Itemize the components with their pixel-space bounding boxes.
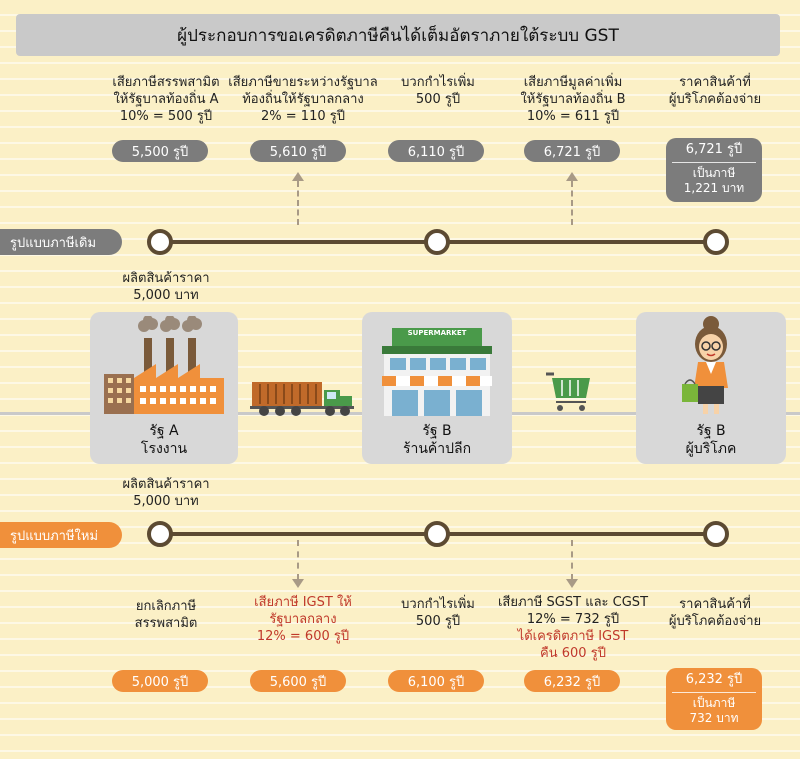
old-node-3 [703,229,729,255]
new-step-5-text: ราคาสินค้าที่ ผู้บริโภคต้องจ่าย [668,597,762,629]
new-value-1: 5,000 รูปี [112,670,208,692]
old-value-2: 5,610 รูปี [250,140,346,162]
new-produce-note: ผลิตสินค้าราคา 5,000 บาท [122,477,210,509]
new-node-1 [147,521,173,547]
old-value-3: 6,110 รูปี [388,140,484,162]
title-bar: ผู้ประกอบการขอเครดิตภาษีคืนได้เต็มอัตราภ… [16,14,780,56]
factory-icon [104,316,224,414]
new-value-3: 6,100 รูปี [388,670,484,692]
consumer-label: รัฐ B ผู้บริโภค [685,423,737,457]
old-produce-note: ผลิตสินค้าราคา 5,000 บาท [122,271,210,303]
new-system-label: รูปแบบภาษีใหม่ [0,522,122,548]
old-node-1 [147,229,173,255]
new-node-2 [424,521,450,547]
new-arrow-down-1 [292,579,304,588]
old-arrow-up-1 [292,172,304,181]
consumer-icon [682,316,728,414]
page-title: ผู้ประกอบการขอเครดิตภาษีคืนได้เต็มอัตราภ… [177,25,619,46]
new-step-3-text: บวกกำไรเพิ่ม 500 รูปี [401,597,475,629]
old-final-price-box: 6,721 รูปี เป็นภาษี 1,221 บาท [666,138,762,202]
old-dash-2 [571,181,573,225]
old-step-1-text: เสียภาษีสรรพสามิต ให้รัฐบาลท้องถิ่น A 10… [112,75,220,124]
shopping-cart-icon [546,372,590,411]
old-system-label: รูปแบบภาษีเดิม [0,229,122,255]
store-label: รัฐ B ร้านค้าปลีก [402,423,472,457]
new-final-price-box: 6,232 รูปี เป็นภาษี 732 บาท [666,668,762,730]
old-value-1: 5,500 รูปี [112,140,208,162]
new-step-2-text: เสียภาษี IGST ให้ รัฐบาลกลาง 12% = 600 ร… [254,595,352,644]
old-arrow-up-2 [566,172,578,181]
old-node-2 [424,229,450,255]
new-node-3 [703,521,729,547]
new-value-2: 5,600 รูปี [250,670,346,692]
new-step-1-text: ยกเลิกภาษี สรรพสามิต [134,599,198,631]
old-dash-1 [297,181,299,225]
old-step-3-text: บวกกำไรเพิ่ม 500 รูปี [401,75,475,107]
new-dash-1 [297,540,299,580]
new-arrow-down-2 [566,579,578,588]
old-step-4-text: เสียภาษีมูลค่าเพิ่ม ให้รัฐบาลท้องถิ่น B … [520,75,626,124]
old-step-5-text: ราคาสินค้าที่ ผู้บริโภคต้องจ่าย [668,75,762,107]
store-icon [382,328,492,416]
factory-label: รัฐ A โรงงาน [140,423,188,457]
store-sign: SUPERMARKET [407,329,467,337]
old-value-4: 6,721 รูปี [524,140,620,162]
new-dash-2 [571,540,573,580]
new-value-4: 6,232 รูปี [524,670,620,692]
new-step-4-text: เสียภาษี SGST และ CGST 12% = 732 รูปี ได… [497,595,649,661]
truck-icon [250,382,354,416]
old-step-2-text: เสียภาษีขายระหว่างรัฐบาล ท้องถิ่นให้รัฐบ… [228,75,378,124]
